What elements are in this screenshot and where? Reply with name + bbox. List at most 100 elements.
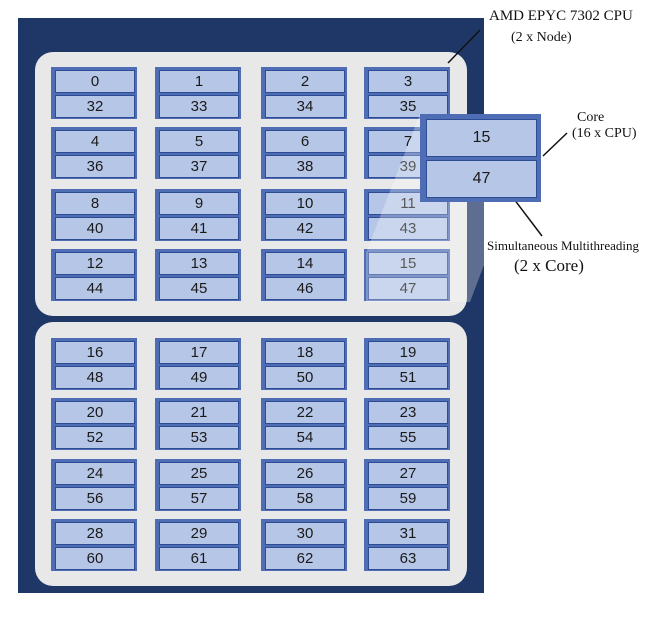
thread-id: 60 xyxy=(55,547,135,570)
thread-id: 40 xyxy=(55,217,135,240)
thread-id: 35 xyxy=(368,95,448,118)
cpu-title: AMD EPYC 7302 CPU xyxy=(489,8,633,24)
thread-id: 50 xyxy=(265,366,345,389)
thread-id: 32 xyxy=(55,95,135,118)
smt-subtitle: (2 x Core) xyxy=(514,256,584,275)
thread-id: 51 xyxy=(368,366,448,389)
thread-id: 21 xyxy=(159,401,239,424)
thread-id: 30 xyxy=(265,522,345,545)
thread-id: 49 xyxy=(159,366,239,389)
cpu-subtitle: (2 x Node) xyxy=(511,30,572,45)
cpu-pointer-line xyxy=(447,29,481,64)
thread-id: 47 xyxy=(368,277,448,300)
thread-id: 52 xyxy=(55,426,135,449)
thread-id: 46 xyxy=(265,277,345,300)
thread-id: 5 xyxy=(159,130,239,153)
thread-id: 57 xyxy=(159,487,239,510)
thread-id: 6 xyxy=(265,130,345,153)
thread-id: 16 xyxy=(55,341,135,364)
core-pointer-line xyxy=(542,132,568,157)
thread-id: 26 xyxy=(265,462,345,485)
thread-id: 44 xyxy=(55,277,135,300)
thread-id: 4 xyxy=(55,130,135,153)
thread-id: 1 xyxy=(159,70,239,93)
thread-id: 24 xyxy=(55,462,135,485)
thread-id: 36 xyxy=(55,155,135,178)
thread-id: 14 xyxy=(265,252,345,275)
core-title: Core xyxy=(577,110,605,125)
thread-id: 15 xyxy=(368,252,448,275)
thread-id: 41 xyxy=(159,217,239,240)
core-subtitle: (16 x CPU) xyxy=(572,126,637,141)
thread-id: 34 xyxy=(265,95,345,118)
thread-id: 58 xyxy=(265,487,345,510)
zoom-thread-b: 47 xyxy=(426,160,537,198)
thread-id: 3 xyxy=(368,70,448,93)
thread-id: 48 xyxy=(55,366,135,389)
zoom-thread-a: 15 xyxy=(426,119,537,157)
thread-id: 43 xyxy=(368,217,448,240)
thread-id: 61 xyxy=(159,547,239,570)
thread-id: 62 xyxy=(265,547,345,570)
thread-id: 27 xyxy=(368,462,448,485)
thread-id: 31 xyxy=(368,522,448,545)
thread-id: 23 xyxy=(368,401,448,424)
thread-id: 28 xyxy=(55,522,135,545)
thread-id: 54 xyxy=(265,426,345,449)
thread-id: 2 xyxy=(265,70,345,93)
thread-id: 25 xyxy=(159,462,239,485)
thread-id: 18 xyxy=(265,341,345,364)
thread-id: 59 xyxy=(368,487,448,510)
thread-id: 0 xyxy=(55,70,135,93)
thread-id: 19 xyxy=(368,341,448,364)
thread-id: 38 xyxy=(265,155,345,178)
thread-id: 55 xyxy=(368,426,448,449)
thread-id: 8 xyxy=(55,192,135,215)
thread-id: 10 xyxy=(265,192,345,215)
smt-title: Simultaneous Multithreading xyxy=(487,238,640,253)
thread-id: 56 xyxy=(55,487,135,510)
thread-id: 42 xyxy=(265,217,345,240)
thread-id: 53 xyxy=(159,426,239,449)
thread-id: 20 xyxy=(55,401,135,424)
thread-id: 29 xyxy=(159,522,239,545)
thread-id: 13 xyxy=(159,252,239,275)
thread-id: 17 xyxy=(159,341,239,364)
thread-id: 22 xyxy=(265,401,345,424)
thread-id: 63 xyxy=(368,547,448,570)
core-zoom-detail: 15 47 xyxy=(420,114,541,202)
thread-id: 9 xyxy=(159,192,239,215)
thread-id: 37 xyxy=(159,155,239,178)
thread-id: 33 xyxy=(159,95,239,118)
